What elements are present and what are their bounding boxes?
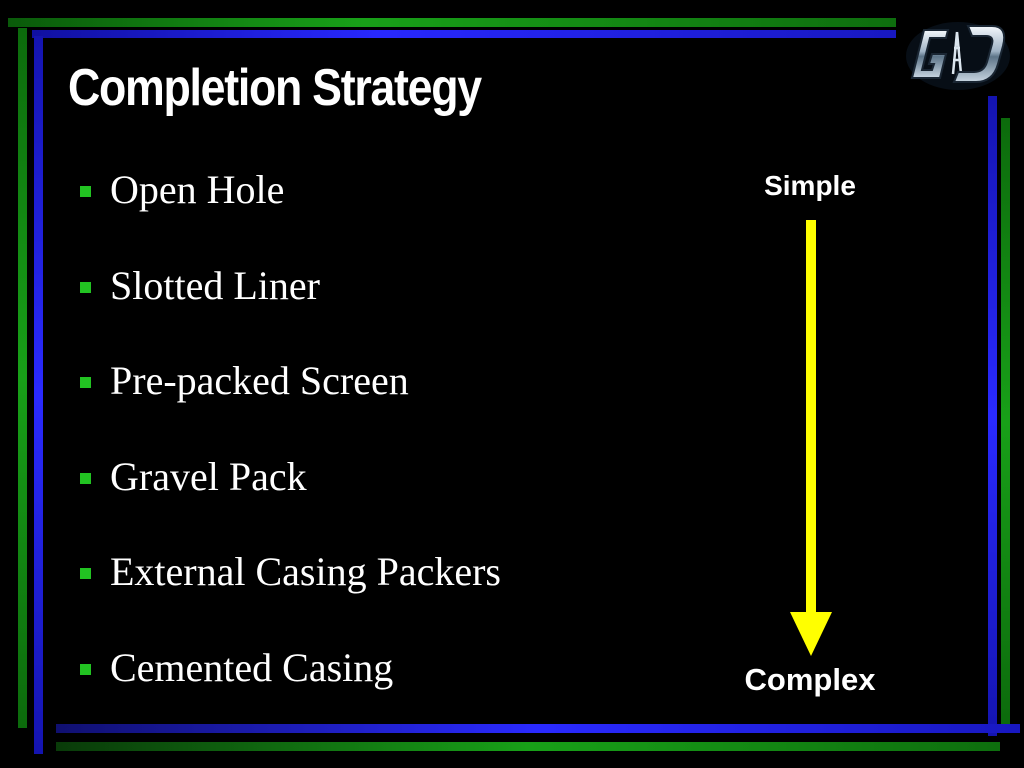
list-item-label: Pre-packed Screen xyxy=(110,358,409,403)
list-item-label: Gravel Pack xyxy=(110,453,307,499)
frame-bar-right-blue xyxy=(988,96,997,736)
completion-options-list: Open Hole Slotted Liner Pre-packed Scree… xyxy=(80,166,501,739)
list-item: Gravel Pack xyxy=(80,453,501,549)
list-item-label: External Casing Packers xyxy=(110,549,501,594)
list-item: Open Hole xyxy=(80,166,501,262)
list-item-label: Cemented Casing xyxy=(110,644,394,690)
square-bullet-icon xyxy=(80,568,91,579)
slide-title: Completion Strategy xyxy=(68,59,482,117)
square-bullet-icon xyxy=(80,186,91,197)
scale-bottom-label: Complex xyxy=(744,662,876,697)
frame-bar-bottom-green xyxy=(56,742,1000,751)
frame-bar-right-green xyxy=(1001,118,1010,728)
list-item: Slotted Liner xyxy=(80,262,501,358)
down-arrow-icon xyxy=(790,220,832,656)
list-item-label: Slotted Liner xyxy=(110,262,320,308)
list-item: Cemented Casing xyxy=(80,644,501,740)
square-bullet-icon xyxy=(80,472,91,484)
list-item: Pre-packed Screen xyxy=(80,357,501,453)
company-logo-icon xyxy=(906,22,1010,90)
square-bullet-icon xyxy=(80,281,91,293)
square-bullet-icon xyxy=(80,663,91,675)
frame-bar-left-green xyxy=(18,28,27,728)
scale-top-label: Simple xyxy=(764,170,856,201)
frame-bar-bottom-blue xyxy=(56,724,1020,733)
list-item-label: Open Hole xyxy=(110,167,285,212)
list-item: External Casing Packers xyxy=(80,548,501,644)
square-bullet-icon xyxy=(80,377,91,388)
frame-bar-left-blue xyxy=(34,36,43,754)
frame-bar-top-green xyxy=(8,18,896,27)
frame-bar-top-blue xyxy=(32,30,896,38)
